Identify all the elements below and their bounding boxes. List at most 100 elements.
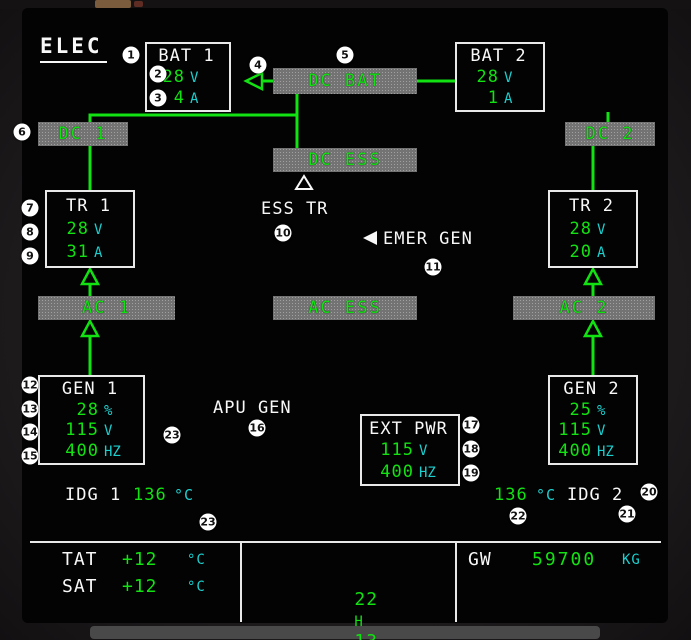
clock-separator: H: [354, 614, 363, 630]
gen1-load-unit: %: [104, 402, 113, 419]
gen2-voltage-value: 115: [558, 420, 592, 441]
idg1-temp-value: 136: [133, 485, 167, 505]
gen2-box: GEN 2 25 % 115 V 400 HZ: [548, 375, 638, 465]
dc1-bus: DC 1: [38, 122, 128, 146]
gen2-load: 25 %: [552, 400, 631, 420]
tr2-voltage-value: 28: [569, 219, 592, 239]
dc-ess-bus: DC ESS: [273, 148, 417, 172]
bat2-voltage: 28 V: [459, 67, 538, 87]
ac-ess-bus: AC ESS: [273, 296, 417, 320]
sat-unit: °C: [187, 579, 206, 595]
gen2-voltage: 115 V: [552, 420, 631, 440]
callout-20: 20: [640, 483, 658, 501]
gen1-frequency: 400 HZ: [42, 441, 138, 461]
tr2-box: TR 2 28 V 20 A: [548, 190, 638, 268]
tr1-current-unit: A: [94, 245, 103, 261]
callout-13: 13: [21, 400, 39, 418]
callout-5: 5: [336, 46, 354, 64]
tr1-voltage-value: 28: [66, 219, 89, 239]
bat1-label: BAT 1: [158, 46, 215, 66]
tat-value: +12: [122, 549, 158, 570]
bat1-current: 4 A: [149, 88, 224, 108]
dc-bat-bus-label: DC BAT: [308, 71, 382, 91]
callout-1: 1: [122, 46, 140, 64]
bat2-current-value: 1: [487, 88, 499, 108]
page-title: ELEC: [40, 34, 107, 63]
gen1-load: 28 %: [42, 400, 138, 420]
idg1-temp-unit: °C: [174, 486, 195, 504]
dc1-bus-label: DC 1: [58, 124, 108, 144]
idg2-label: IDG 2: [567, 485, 624, 505]
ac1-bus: AC 1: [38, 296, 175, 320]
clock-minutes: 13: [354, 631, 378, 640]
dc2-bus-label: DC 2: [585, 124, 635, 144]
gen2-frequency: 400 HZ: [552, 441, 631, 461]
bat1-current-unit: A: [190, 91, 199, 107]
gen1-voltage-value: 115: [65, 420, 99, 441]
ac2-bus: AC 2: [513, 296, 655, 320]
callout-6: 6: [13, 123, 31, 141]
ext-pwr-box: EXT PWR 115 V 400 HZ: [360, 414, 460, 486]
callout-23: 23: [199, 513, 217, 531]
callout-15: 15: [21, 447, 39, 465]
bat1-voltage-value: 28: [162, 67, 185, 87]
sat-value: +12: [122, 576, 158, 597]
tr1-voltage-unit: V: [94, 222, 103, 238]
bat2-voltage-value: 28: [476, 67, 499, 87]
gw-value: 59700: [532, 549, 597, 570]
bezel-top: [0, 0, 691, 9]
callout-3: 3: [149, 89, 167, 107]
callout-23: 23: [163, 426, 181, 444]
tr1-label: TR 1: [66, 196, 111, 216]
callout-19: 19: [462, 464, 480, 482]
gen1-voltage: 115 V: [42, 420, 138, 440]
gen2-frequency-unit: HZ: [597, 444, 614, 461]
clock-hours: 22: [354, 589, 379, 610]
footer-divider-right: [455, 541, 457, 622]
tr1-voltage: 28 V: [49, 219, 128, 239]
tr2-voltage: 28 V: [552, 219, 631, 239]
gw-unit: KG: [622, 552, 641, 568]
tr2-current: 20 A: [552, 242, 631, 262]
ext-pwr-voltage-unit: V: [419, 443, 428, 459]
callout-7: 7: [21, 199, 39, 217]
tr1-box: TR 1 28 V 31 A: [45, 190, 135, 268]
tr2-voltage-unit: V: [597, 222, 606, 238]
bat2-voltage-unit: V: [504, 70, 513, 86]
idg1-label: IDG 1: [65, 485, 122, 505]
tat-label: TAT: [62, 549, 98, 570]
bat1-current-value: 4: [173, 88, 185, 108]
idg2-temp-value: 136: [494, 485, 528, 505]
ess-tr-label: ESS TR: [261, 199, 329, 219]
bat2-label: BAT 2: [470, 46, 527, 66]
bat2-box: BAT 2 28 V 1 A: [455, 42, 545, 112]
callout-21: 21: [618, 505, 636, 523]
dc-ess-bus-label: DC ESS: [308, 150, 382, 170]
callout-22: 22: [509, 507, 527, 525]
gen2-load-value: 25: [569, 399, 592, 420]
bezel-bottom: [90, 626, 600, 639]
gen2-voltage-unit: V: [597, 423, 606, 440]
callout-12: 12: [21, 376, 39, 394]
dc-bat-bus: DC BAT: [273, 68, 417, 94]
tr1-current-value: 31: [66, 242, 89, 262]
tat-unit: °C: [187, 552, 206, 568]
clock: 22 H 13: [307, 568, 378, 640]
ac2-bus-label: AC 2: [559, 298, 609, 318]
callout-14: 14: [21, 423, 39, 441]
callout-9: 9: [21, 247, 39, 265]
callout-2: 2: [149, 65, 167, 83]
gen1-load-value: 28: [76, 399, 99, 420]
bezel-panel-detail: [95, 0, 131, 8]
gen1-frequency-unit: HZ: [104, 444, 121, 461]
bat1-box: BAT 1 28 V 4 A: [145, 42, 231, 112]
tr1-current: 31 A: [49, 242, 128, 262]
callout-16: 16: [248, 419, 266, 437]
callout-8: 8: [21, 223, 39, 241]
callout-4: 4: [249, 56, 267, 74]
ac1-bus-label: AC 1: [82, 298, 131, 318]
gen1-box: GEN 1 28 % 115 V 400 HZ: [38, 375, 145, 465]
bat2-current-unit: A: [504, 91, 513, 107]
dc2-bus: DC 2: [565, 122, 655, 146]
